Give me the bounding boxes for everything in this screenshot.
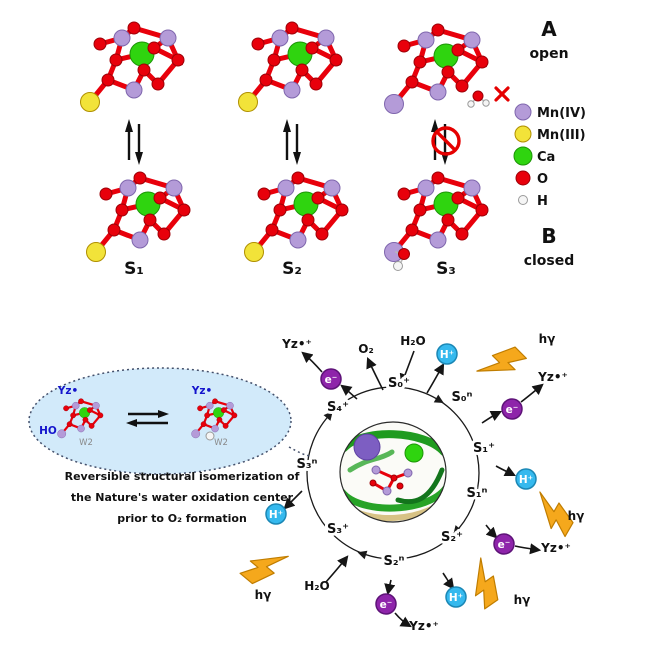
water-label-top: H₂O [400,334,426,348]
inset-h-atom [205,431,215,441]
cycle-state-s3n: S₃ⁿ [297,457,318,472]
electron-badge: e⁻ [501,398,523,420]
h-swatch-icon [518,195,528,205]
state-label-s3: S₃ [436,259,456,279]
cycle-state-s0p: S₀⁺ [388,376,410,391]
panel-a-letter: A [541,17,557,41]
proton-badge: H⁺ [515,468,537,490]
electron-label: e⁻ [498,539,511,551]
photon-bolt-icon [239,538,289,591]
psii-protein-image [339,421,447,523]
legend-item-mn4: Mn(IV) [514,103,586,121]
inset-caption-line1: Reversible structural isomerization of [65,470,300,483]
ring-arrow-icon [357,550,368,560]
photon-label: hγ [255,588,272,602]
cycle-state-s1p: S₁⁺ [473,441,495,456]
electron-badge: e⁻ [320,368,342,390]
cluster-s2-closed [245,172,349,262]
photon-label: hγ [568,509,585,523]
cycle-state-s1n: S₁ⁿ [467,486,488,501]
proton-label: H⁺ [519,474,533,486]
ring-arrow-icon [323,411,333,421]
proton-label: H⁺ [440,349,454,361]
inset-caption-line3: prior to O₂ formation [117,512,247,525]
inset-equilibrium-arrows [126,410,169,427]
proton-label: H⁺ [449,592,463,604]
legend-item-mn3: Mn(III) [514,125,586,143]
legend-item-h: H [518,194,548,209]
equilibrium-arrows-s1 [125,119,143,165]
ring-arrow-icon [453,525,463,535]
inset-w2-right: W2 [214,438,228,448]
photon-label: hγ [539,332,556,346]
photon-bolt-icon [458,557,507,610]
cluster-s1-closed [87,172,191,262]
proton-badge: H⁺ [436,343,458,365]
legend-item-o: O [515,170,548,187]
water-with-cross [467,86,510,108]
equilibrium-arrows-s2 [283,119,301,165]
inset-yz-right: Yz• [191,385,212,397]
tyrosyl-radical-label: Yz•⁺ [540,541,571,555]
legend-label-ca: Ca [537,150,555,165]
legend-label-h: H [537,194,548,209]
cluster-s3-open [385,24,489,114]
tyrosyl-radical-label: Yz•⁺ [281,337,312,351]
legend-label-o: O [537,172,548,187]
ca-swatch-icon [513,146,533,166]
cycle-state-s2n: S₂ⁿ [384,554,405,569]
electron-label: e⁻ [325,374,338,386]
inset-w2-left: W2 [79,438,93,448]
inset-caption-line2: the Nature's water oxidation center [71,491,294,504]
red-cross-icon [494,86,510,102]
electron-label: e⁻ [380,599,393,611]
panel-a-label: open [529,46,568,62]
prohibition-icon [431,126,461,156]
legend-label-mn3: Mn(III) [537,128,586,143]
cluster-s2-open [239,22,343,112]
mn4-swatch-icon [514,103,532,121]
photon-label: hγ [514,593,531,607]
water-label-bottom: H₂O [304,579,330,593]
legend: Mn(IV) Mn(III) Ca O H [513,103,586,209]
proton-label: H⁺ [269,509,283,521]
kok-cycle-ring [306,386,480,560]
panel-b-letter: B [541,224,556,248]
legend-item-ca: Ca [513,146,555,166]
mn3-swatch-icon [514,125,532,143]
state-label-s1: S₁ [124,259,144,279]
cycle-state-s4p: S₄⁺ [327,400,349,415]
inset-pointer [288,446,311,457]
oxygen-label: O₂ [358,342,373,356]
ring-arrow-icon [433,394,444,403]
hydroxide-group [393,248,410,271]
electron-badge: e⁻ [493,533,515,555]
photon-bolt-icon [476,339,527,391]
cluster-s3-closed [385,172,489,262]
cycle-state-s2p: S₂⁺ [441,530,463,545]
panel-b-label: closed [524,253,575,269]
isomerization-inset: Yz• Yz• HO W2 W2 [28,367,311,475]
proton-badge: H⁺ [265,503,287,525]
electron-badge: e⁻ [375,593,397,615]
state-label-s2: S₂ [282,259,302,279]
inset-ho-label: HO [39,425,57,437]
tyrosyl-radical-label: Yz•⁺ [408,619,439,633]
cycle-state-s3p: S₃⁺ [327,522,349,537]
electron-label: e⁻ [506,404,519,416]
inset-yz-left: Yz• [57,385,78,397]
cluster-s1-open [81,22,185,112]
o-swatch-icon [515,170,531,186]
cycle-state-s0n: S₀ⁿ [452,390,473,405]
tyrosyl-radical-label: Yz•⁺ [537,370,568,384]
legend-label-mn4: Mn(IV) [537,106,586,121]
proton-badge: H⁺ [445,586,467,608]
